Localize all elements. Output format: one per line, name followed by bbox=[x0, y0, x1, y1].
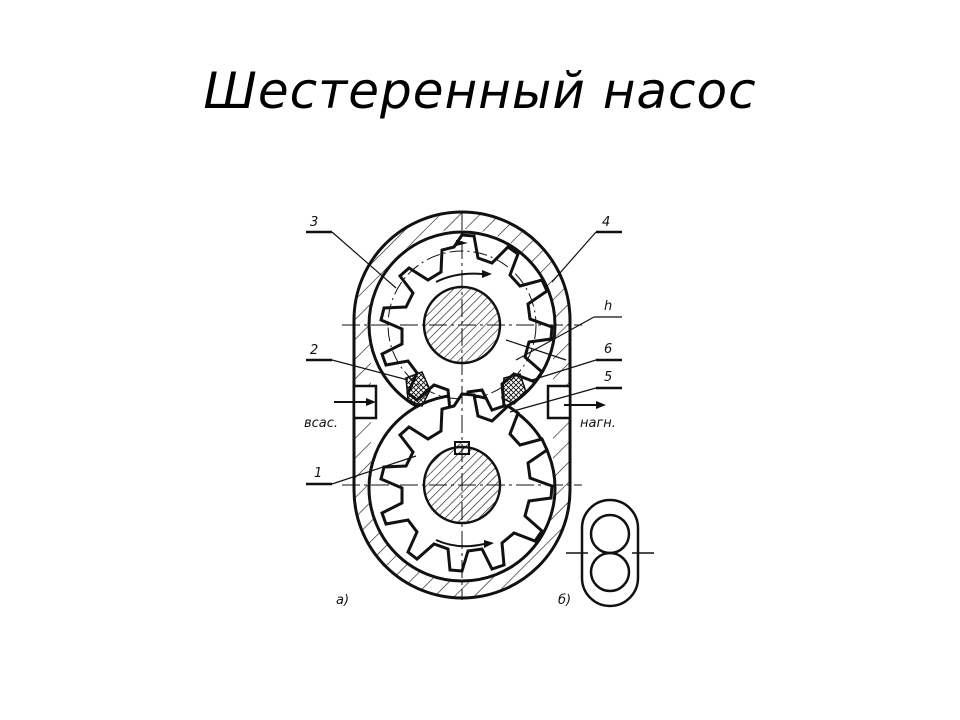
trapped-volume-left bbox=[405, 371, 431, 407]
outlet-label: нагн. bbox=[580, 416, 616, 431]
callout-6: 6 bbox=[604, 342, 612, 357]
callout-h: h bbox=[604, 299, 612, 314]
rotation-arrows bbox=[435, 272, 485, 548]
callout-leaders bbox=[306, 230, 622, 486]
slide-title: Шестеренный насос bbox=[203, 62, 757, 120]
gear-pump-drawing: 3 4 h 2 6 5 всас. нагн. 1 а) б) bbox=[296, 200, 666, 620]
inlet-arrow-icon bbox=[366, 398, 376, 406]
trapped-volume-right bbox=[501, 373, 527, 405]
callout-1: 1 bbox=[314, 466, 322, 481]
driven-gear-upper bbox=[379, 233, 554, 414]
view-a-label: а) bbox=[336, 593, 349, 608]
view-b-label: б) bbox=[558, 593, 571, 608]
callout-2: 2 bbox=[310, 343, 318, 358]
housing-outline-view-b bbox=[566, 498, 654, 608]
callout-5: 5 bbox=[604, 370, 612, 385]
callout-3: 3 bbox=[310, 215, 318, 230]
center-lines bbox=[342, 212, 582, 600]
outlet-arrow-icon bbox=[596, 401, 606, 409]
inlet-label: всас. bbox=[304, 416, 338, 431]
callout-4: 4 bbox=[602, 215, 610, 230]
